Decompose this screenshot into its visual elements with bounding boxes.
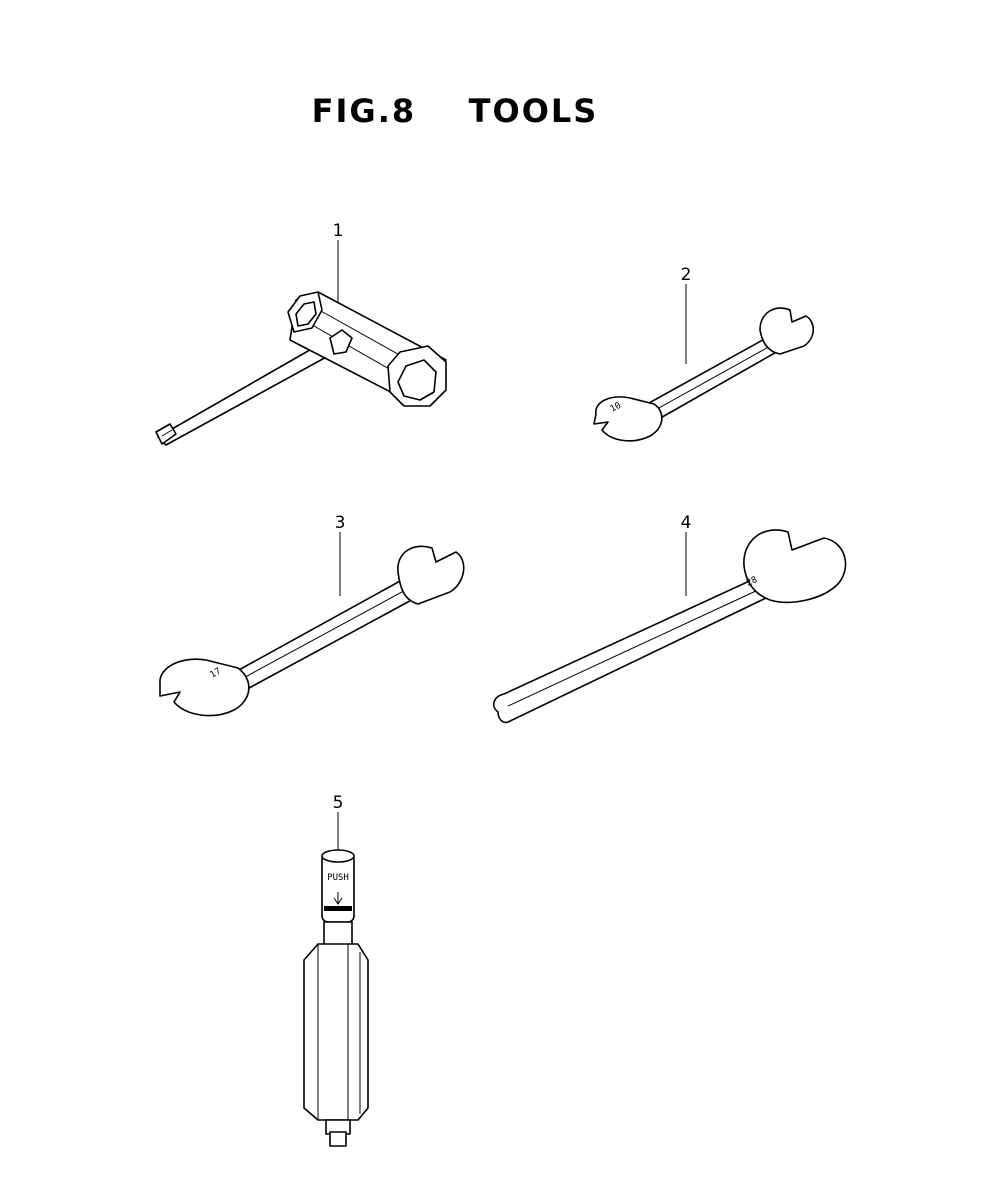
part-3-medium-wrench: 17 3 xyxy=(159,513,465,717)
figure-title: FIG.8 TOOLS xyxy=(311,92,599,130)
part-3-lower-jaw xyxy=(159,658,250,717)
part-5-driver: PUSH 5 xyxy=(303,793,369,1147)
part-4-callout: 4 xyxy=(681,513,692,533)
part-3-size-mark: 17 xyxy=(209,667,223,681)
part-4-jaw xyxy=(743,529,847,604)
part-5-neck xyxy=(323,921,353,947)
part-1-callout: 1 xyxy=(333,221,344,241)
part-2-small-wrench: 10 2 xyxy=(593,265,815,442)
part-1-shaft-collar xyxy=(329,329,353,355)
part-5-callout: 5 xyxy=(333,793,344,813)
part-5-pin-band xyxy=(324,906,352,911)
part-2-size-mark: 10 xyxy=(609,401,623,415)
part-2-callout: 2 xyxy=(681,265,692,285)
part-5-arrow-icon xyxy=(333,892,343,905)
part-4-size-mark: 28 xyxy=(745,575,759,589)
part-2-lower-jaw xyxy=(593,396,663,442)
part-5-bottom-tip xyxy=(329,1131,347,1147)
part-3-upper-jaw xyxy=(397,545,465,605)
part-3-callout: 3 xyxy=(335,513,346,533)
part-4-large-wrench: 28 4 xyxy=(492,513,847,724)
part-1-tommy-bar xyxy=(157,342,331,446)
part-4-handle xyxy=(492,577,767,724)
part-5-marking: PUSH xyxy=(327,873,349,883)
part-1-socket-opening xyxy=(397,359,437,401)
part-1-spark-plug-wrench: 1 xyxy=(155,221,447,446)
part-5-hex-body xyxy=(303,943,369,1121)
part-2-upper-jaw xyxy=(759,307,815,355)
